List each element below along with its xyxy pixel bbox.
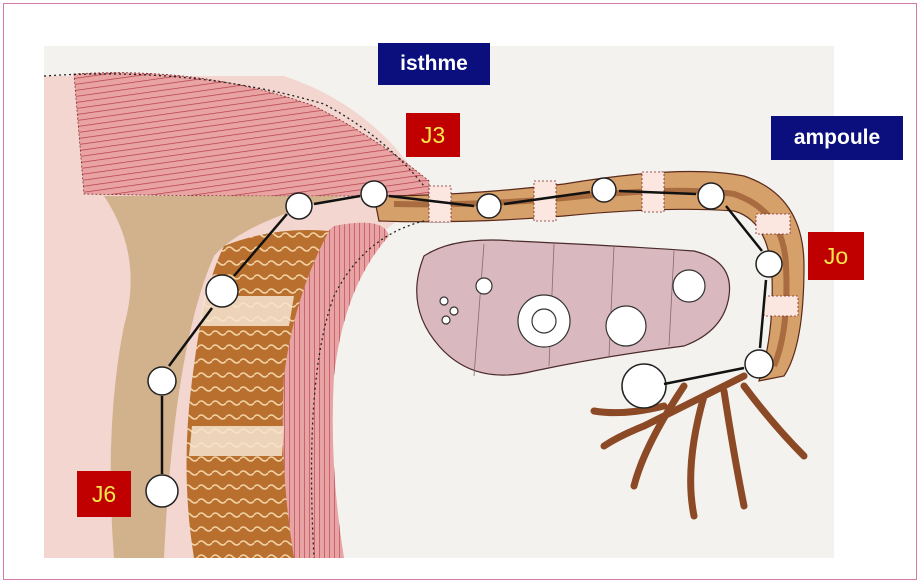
label-j6: J6 [77,471,131,517]
endometrium-light-band-2 [189,426,284,456]
label-j0: Jo [808,232,864,280]
label-ampoule: ampoule [771,116,903,160]
label-isthme: isthme [378,43,490,85]
figure-frame: isthme ampoule J3 Jo J6 [3,3,917,580]
label-j3: J3 [406,113,460,157]
